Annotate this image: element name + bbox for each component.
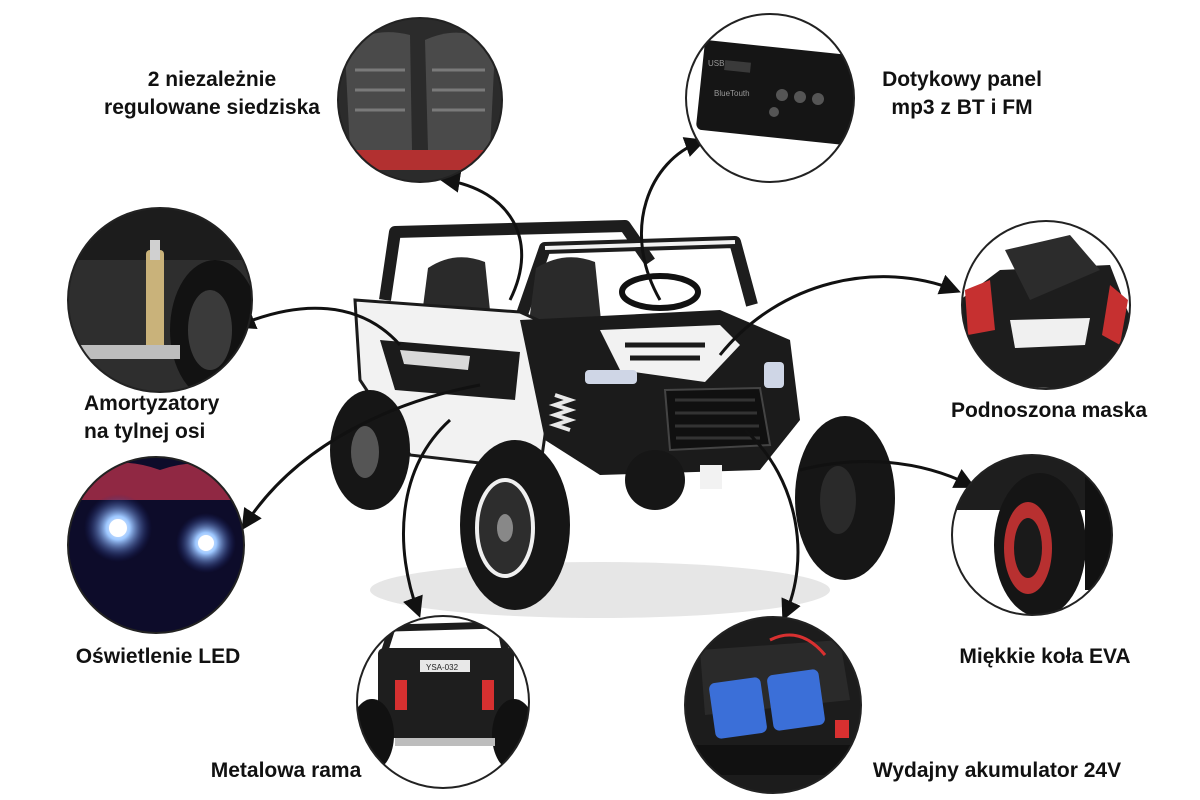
led-label: Oświetlenie LED xyxy=(75,645,241,668)
panel-bt-text: BlueTouth xyxy=(714,89,750,98)
shock-label-line1: Amortyzatory xyxy=(84,392,220,415)
arrow-shock xyxy=(234,306,402,346)
battery-photo xyxy=(684,616,862,794)
mp3-panel-photo: USB BlueTouth xyxy=(685,13,855,183)
seats-photo xyxy=(337,17,503,183)
arrow-frame xyxy=(401,418,452,618)
vehicle-illustration xyxy=(330,220,895,618)
metal-frame-photo: YSA-032 xyxy=(356,615,530,789)
arrow-wheels xyxy=(799,460,976,488)
hood-photo xyxy=(961,220,1131,390)
callout-arrows xyxy=(234,137,976,621)
arrow-seats xyxy=(438,171,524,301)
shock-absorber-photo xyxy=(67,207,253,393)
seats-label-line2: regulowane siedziska xyxy=(104,96,320,119)
arrow-battery xyxy=(743,428,801,621)
shock-absorber-label: Amortyzatory na tylnej osi xyxy=(84,390,264,446)
seats-label-line1: 2 niezależnie xyxy=(147,68,277,91)
rear-plate-text: YSA-032 xyxy=(426,663,459,672)
seats-label: 2 niezależnie regulowane siedziska xyxy=(92,66,332,122)
hood-label: Podnoszona maska xyxy=(950,399,1148,422)
eva-wheel-photo xyxy=(951,454,1113,616)
battery-label: Wydajny akumulator 24V xyxy=(872,759,1122,782)
arrow-hood xyxy=(718,274,961,356)
led-lights-photo xyxy=(67,456,245,634)
mp3-label-line2: mp3 z BT i FM xyxy=(891,96,1033,119)
mp3-panel-label: Dotykowy panel mp3 z BT i FM xyxy=(862,66,1062,122)
shock-label-line2: na tylnej osi xyxy=(84,420,206,443)
arrow-led xyxy=(241,383,481,531)
panel-usb-text: USB xyxy=(708,59,724,68)
arrow-panel xyxy=(639,137,706,301)
metal-frame-label: Metalowa rama xyxy=(210,759,362,782)
eva-wheels-label: Miękkie koła EVA xyxy=(959,645,1131,668)
mp3-label-line1: Dotykowy panel xyxy=(882,68,1042,91)
